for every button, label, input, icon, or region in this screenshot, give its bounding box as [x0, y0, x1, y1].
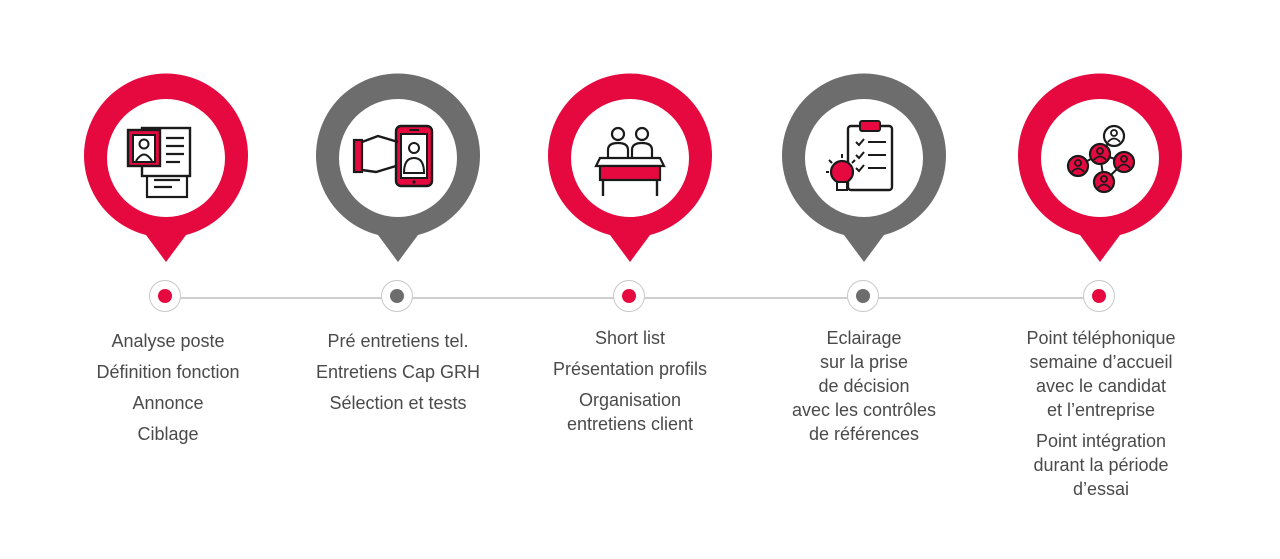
- step-3-line: Organisation: [578, 390, 682, 410]
- step-4-line: Eclairage: [826, 328, 902, 348]
- step-2-line: Entretiens Cap GRH: [315, 362, 481, 382]
- step-1-pin: [84, 73, 248, 262]
- step-3-line: Short list: [594, 328, 666, 348]
- step-5-description: Point téléphonique semaine d’accueil ave…: [981, 326, 1221, 501]
- video-interview-tablet-icon: [352, 124, 434, 188]
- step-1-description: Analyse poste Définition fonction Annonc…: [48, 326, 288, 450]
- step-4-description: Eclairage sur la prise de décision avec …: [744, 326, 984, 446]
- step-2-description: Pré entretiens tel. Entretiens Cap GRH S…: [278, 326, 518, 419]
- step-1-line: Définition fonction: [96, 362, 240, 382]
- step-4-line: sur la prise: [819, 352, 909, 372]
- step-4-pin: [782, 73, 946, 262]
- step-1-line: Annonce: [132, 393, 204, 413]
- step-5-pin: [1018, 73, 1182, 262]
- interview-desk-icon: [594, 126, 666, 196]
- step-2-pin: [316, 73, 480, 262]
- step-1-line: Analyse poste: [111, 331, 225, 351]
- step-3-timeline-dot: [613, 280, 645, 312]
- step-1-line: Ciblage: [137, 424, 199, 444]
- step-4-line: de décision: [818, 376, 910, 396]
- step-5-line: durant la période: [1033, 455, 1169, 475]
- step-5-line: Point intégration: [1035, 431, 1167, 451]
- step-2-timeline-dot: [381, 280, 413, 312]
- step-5-line: Point téléphonique: [1026, 328, 1176, 348]
- step-5-line: d’essai: [1072, 479, 1130, 499]
- step-5-line: avec le candidat: [1035, 376, 1167, 396]
- people-network-icon: [1066, 124, 1136, 194]
- step-4-line: avec les contrôles: [791, 400, 937, 420]
- step-3-description: Short list Présentation profils Organisa…: [510, 326, 750, 436]
- step-3-line: Présentation profils: [552, 359, 708, 379]
- step-4-line: de références: [808, 424, 920, 444]
- step-3-line: entretiens client: [566, 414, 694, 434]
- step-2-line: Sélection et tests: [329, 393, 467, 413]
- step-4-timeline-dot: [847, 280, 879, 312]
- step-5-line: semaine d’accueil: [1029, 352, 1173, 372]
- job-profile-document-icon: [126, 126, 192, 199]
- step-1-timeline-dot: [149, 280, 181, 312]
- step-2-line: Pré entretiens tel.: [327, 331, 469, 351]
- step-5-line: et l’entreprise: [1046, 400, 1156, 420]
- decision-clipboard-lightbulb-icon: [826, 120, 894, 192]
- step-3-pin: [548, 73, 712, 262]
- step-5-timeline-dot: [1083, 280, 1115, 312]
